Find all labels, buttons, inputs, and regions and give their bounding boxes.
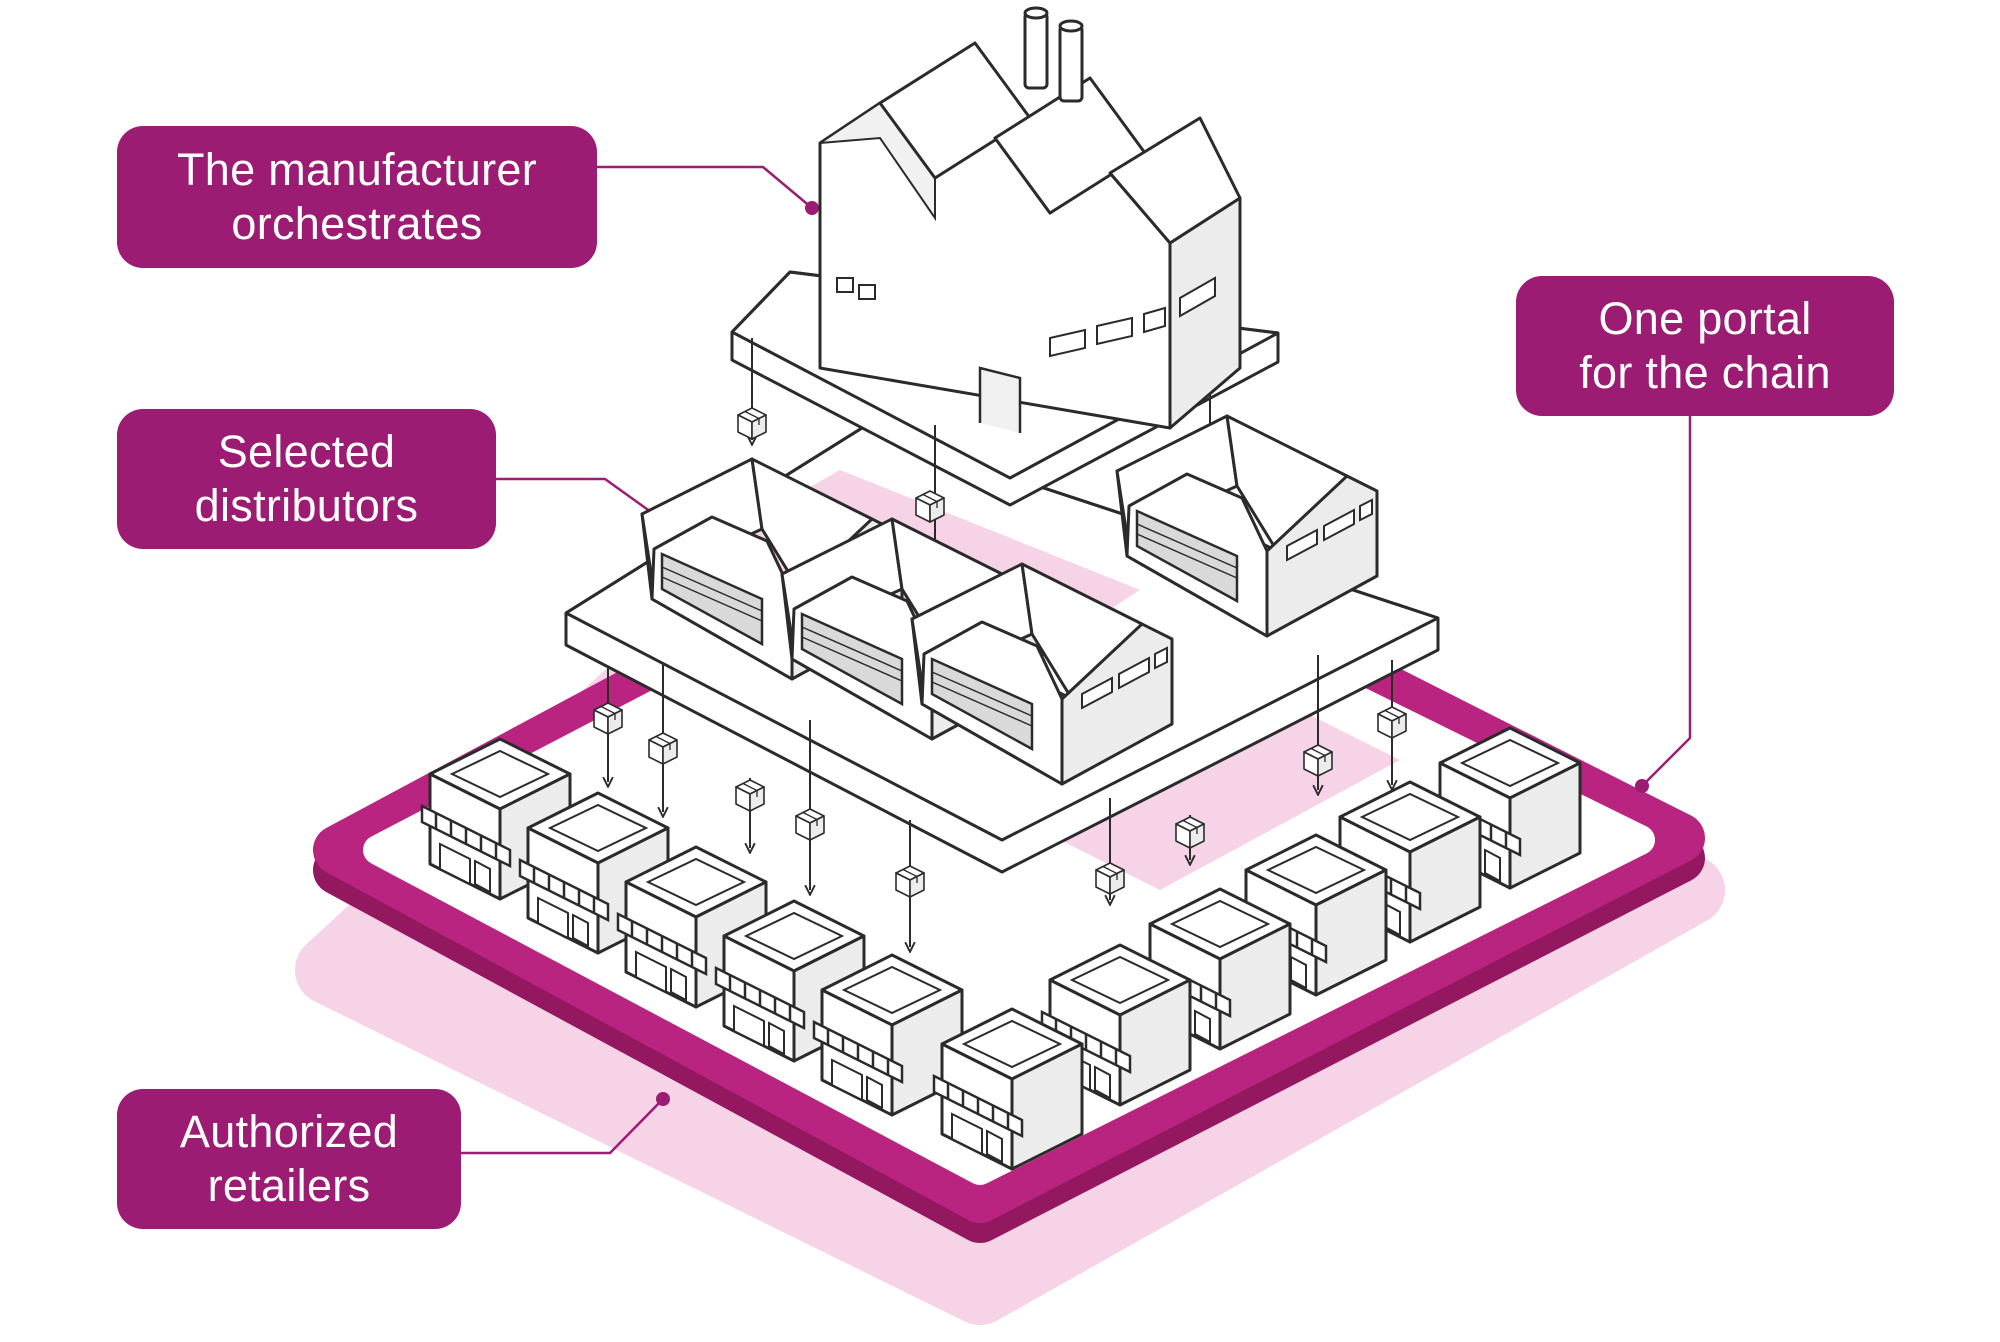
- label-retailers-line1: Authorized: [179, 1106, 399, 1157]
- label-distributors: Selected distributors: [117, 409, 496, 549]
- factory-icon: [818, 6, 1242, 435]
- label-portal-line2: for the chain: [1579, 347, 1831, 398]
- connector-dot-retailers: [656, 1092, 670, 1106]
- label-retailers-line2: retailers: [207, 1160, 371, 1211]
- label-distributors-line2: distributors: [194, 480, 419, 531]
- label-portal: One portal for the chain: [1516, 276, 1894, 416]
- connector-dot-portal: [1635, 779, 1649, 793]
- label-manufacturer-line2: orchestrates: [231, 198, 483, 249]
- label-manufacturer-line1: The manufacturer: [177, 144, 537, 195]
- connector-dot-manufacturer: [805, 201, 819, 215]
- label-retailers: Authorized retailers: [117, 1089, 461, 1229]
- label-distributors-line1: Selected: [217, 426, 396, 477]
- label-manufacturer: The manufacturer orchestrates: [117, 126, 597, 268]
- label-connectors: [461, 165, 1692, 1155]
- label-portal-line1: One portal: [1598, 293, 1812, 344]
